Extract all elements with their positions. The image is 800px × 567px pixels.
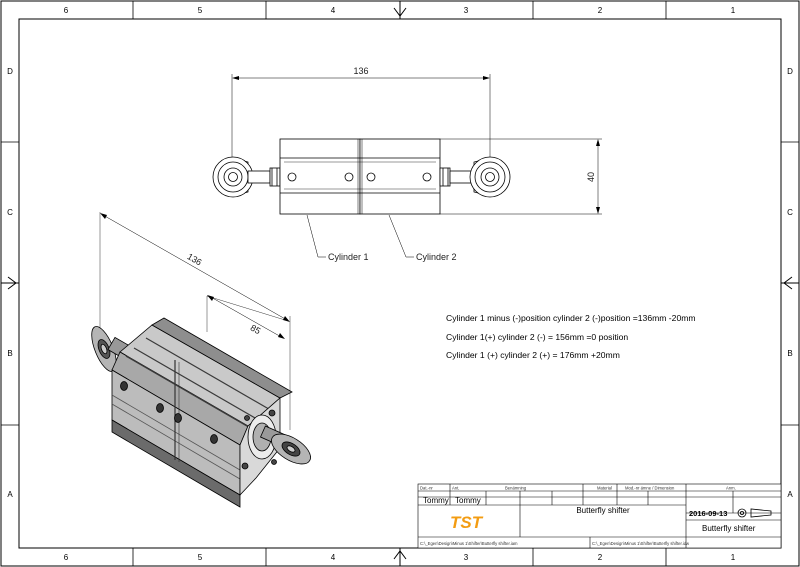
zone-label-top-3: 3 [464,6,469,15]
zone-label-right-B: B [787,349,792,358]
zone-label-left-D: D [7,67,13,76]
note-line-2: Cylinder 1(+) cylinder 2 (-) = 156mm =0 … [446,332,628,342]
zone-label-left-C: C [7,208,13,217]
zone-label-bottom-6: 6 [64,553,69,562]
title-header-ant: Ant. [452,486,459,491]
zone-label-bottom-1: 1 [731,553,736,562]
iso-length-dimension: 136 [185,251,203,267]
top-view [212,74,602,258]
cylinder-1-label: Cylinder 1 [328,252,369,262]
zone-label-left-B: B [7,349,12,358]
checked-by-name: Tommy [455,496,481,505]
zone-label-right-D: D [787,67,793,76]
zone-label-right-C: C [787,208,793,217]
title-header-benamning: Benämning [505,486,527,491]
zone-label-right-A: A [787,490,793,499]
title-header-mod-nr: Mod.-nr ämne / Dimension [625,486,675,491]
zone-label-top-1: 1 [731,6,736,15]
zone-label-left-A: A [7,490,13,499]
title-block [417,483,782,549]
title-header-anm: Anm. [726,486,736,491]
tst-company-logo: TST [450,513,484,532]
zone-label-top-6: 6 [64,6,69,15]
drawing-title: Butterfly shifter [576,506,630,515]
zone-label-top-4: 4 [331,6,336,15]
cylinder-2-label: Cylinder 2 [416,252,457,262]
drawing-date: 2016-09-13 [689,509,727,518]
zone-label-bottom-2: 2 [598,553,603,562]
title-header-dat-nr: Dat.-nr [420,486,433,491]
drawing-file-path: C:\_Egen\Design\Minus 1\Shifter\Butterfl… [592,541,690,546]
drawing-name-box: Butterfly shifter [702,524,756,533]
sheet-inner-border [18,18,782,549]
drawn-by-name: Tommy [423,496,449,505]
zone-label-bottom-5: 5 [198,553,203,562]
note-line-3: Cylinder 1 (+) cylinder 2 (+) = 176mm +2… [446,350,620,360]
top-view-width-dimension: 136 [353,66,368,76]
zone-label-top-5: 5 [198,6,203,15]
zone-label-top-2: 2 [598,6,603,15]
isometric-view [91,212,311,508]
zone-label-bottom-3: 3 [464,553,469,562]
iso-body-dimension: 85 [249,323,263,337]
note-line-1: Cylinder 1 minus (-)position cylinder 2 … [446,313,696,323]
top-view-height-dimension: 40 [586,172,596,182]
title-header-material: Material [597,486,612,491]
zone-label-bottom-4: 4 [331,553,336,562]
model-file-path: C:\_Egen\Design\Minus 1\Shifter\Butterfl… [420,541,518,546]
